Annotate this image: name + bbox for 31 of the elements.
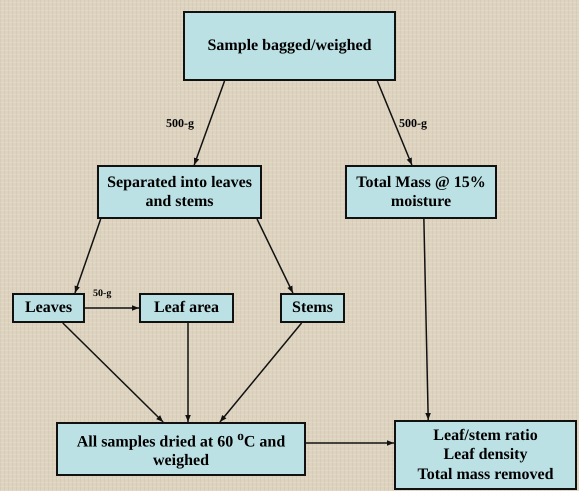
- box-text: Separated into leaves and stems: [106, 172, 253, 212]
- process-box: [56, 422, 306, 476]
- process-box: [183, 11, 396, 81]
- arrow: [74, 218, 102, 294]
- box-text: Leaf/stem ratio: [433, 426, 538, 446]
- arrow: [185, 323, 191, 422]
- arrow: [376, 80, 413, 166]
- box-text: Total Mass @ 15% moisture: [355, 172, 487, 212]
- box-text: Leaves: [24, 298, 72, 318]
- process-box: [12, 293, 85, 323]
- arrow: [62, 322, 164, 423]
- box-text: Sample bagged/weighed: [207, 36, 372, 56]
- box-text: Stems: [292, 298, 333, 318]
- arrow: [219, 322, 302, 422]
- process-box: [394, 420, 577, 490]
- process-box: [345, 165, 497, 219]
- edge-label: 50-g: [93, 288, 112, 299]
- arrow: [306, 440, 394, 446]
- arrow: [256, 218, 294, 294]
- process-box: [139, 293, 234, 323]
- arrow: [193, 80, 226, 166]
- arrow: [85, 305, 139, 311]
- edge-label: 500-g: [166, 116, 194, 131]
- edge-label: 500-g: [399, 116, 427, 131]
- process-box: [280, 293, 345, 323]
- box-text: Leaf density: [444, 445, 528, 465]
- arrow: [423, 218, 431, 420]
- box-text: Leaf area: [154, 298, 219, 318]
- box-text: Total mass removed: [418, 464, 554, 484]
- box-text: All samples dried at 60 $^{o}$C and weighed: [76, 428, 286, 470]
- process-box: [97, 165, 262, 219]
